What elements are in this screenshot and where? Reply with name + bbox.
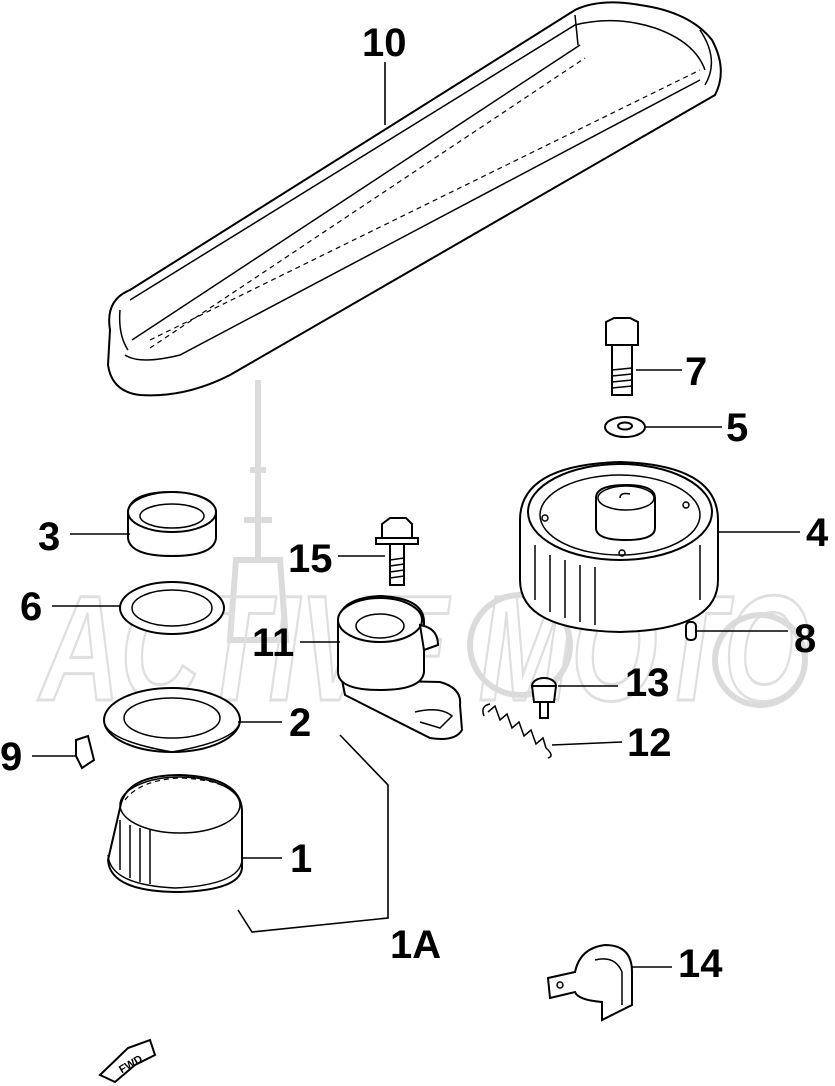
callout-12: 12: [627, 721, 672, 765]
callout-1: 1: [290, 837, 312, 881]
callout-11: 11: [252, 621, 294, 665]
flange-2: [103, 687, 241, 753]
callout-2: 2: [289, 701, 311, 745]
callout-10: 10: [362, 21, 407, 65]
callout-1a: 1A: [390, 923, 441, 967]
callout-7: 7: [685, 350, 707, 394]
key-9: [75, 734, 96, 770]
callout-6: 6: [20, 585, 42, 629]
callout-14: 14: [678, 942, 723, 986]
direction-arrow: FWD: [98, 1038, 157, 1084]
clamp-14: [546, 943, 633, 1022]
callout-5: 5: [726, 406, 748, 450]
callout-8: 8: [794, 617, 816, 661]
callout-15: 15: [288, 537, 333, 581]
washer-5: [604, 416, 646, 438]
bolt-15: [375, 517, 419, 586]
ring-3: [127, 490, 217, 558]
spring-12: [482, 703, 552, 759]
pin-13: [530, 677, 558, 719]
cam-pulley-4: [519, 460, 719, 634]
timing-belt: [106, 1, 722, 397]
pin-8: [685, 621, 697, 641]
ring-6: [119, 581, 225, 635]
callout-9: 9: [0, 735, 22, 779]
bolt-7: [605, 317, 639, 396]
leader-lines: [32, 62, 800, 968]
callout-13: 13: [625, 661, 670, 705]
tensioner-11: [337, 594, 464, 740]
callout-4: 4: [806, 511, 829, 555]
callout-3: 3: [38, 515, 60, 559]
crank-pulley-1: [106, 773, 243, 894]
callout-labels: 10 7 5 4 8 3 15 6 11 13 2 12 9 1 1A 14: [0, 21, 829, 986]
